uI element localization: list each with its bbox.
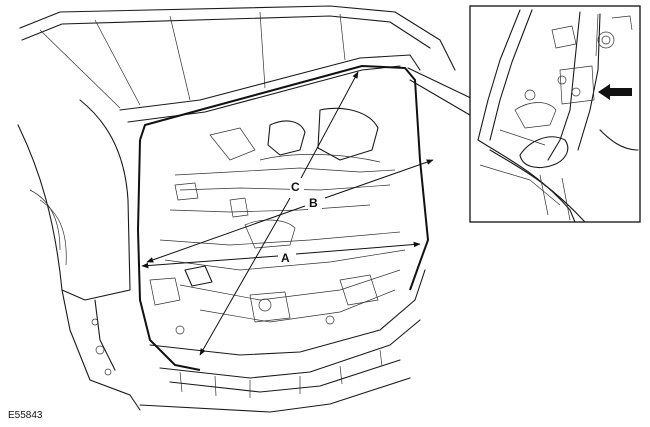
label-c: C: [291, 180, 300, 194]
inset-leader: [407, 67, 476, 119]
inset-detail: [469, 5, 641, 223]
measurement-c: [199, 71, 359, 356]
label-b: B: [309, 196, 318, 210]
measurement-b: [146, 159, 434, 263]
measurement-a: [141, 241, 421, 269]
vehicle-body: [17, 5, 456, 413]
label-a: A: [281, 251, 290, 265]
figure-reference: E55843: [8, 410, 43, 421]
location-arrow-icon: [598, 84, 632, 100]
